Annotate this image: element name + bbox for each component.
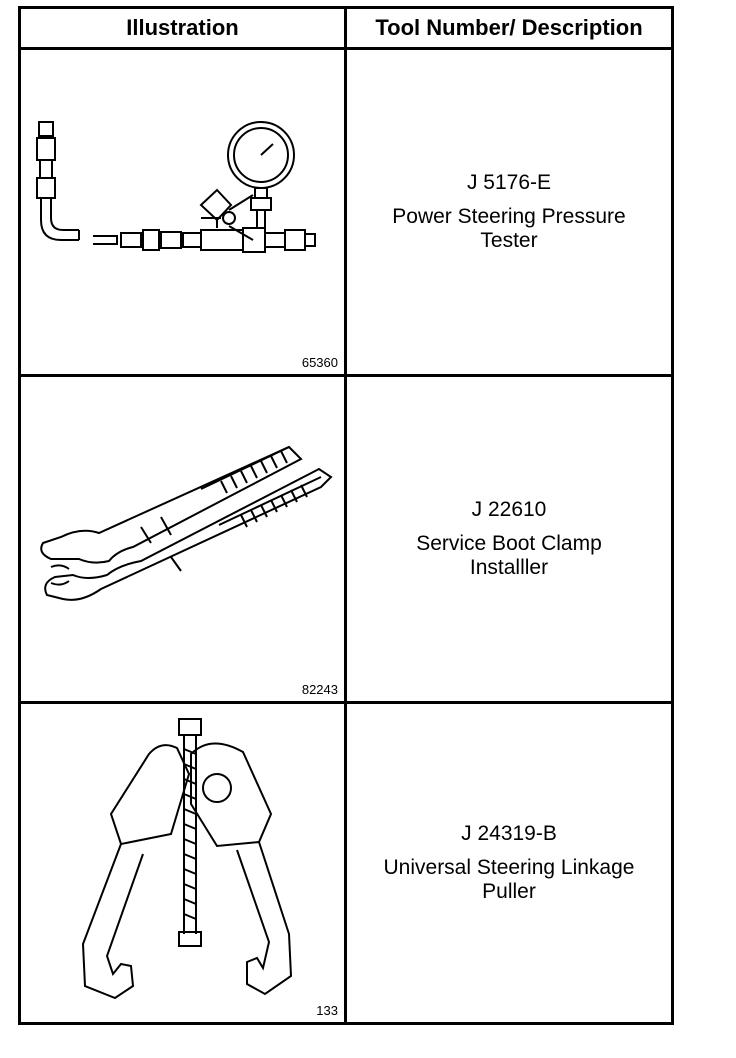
tool-description-line-1: Service Boot Clamp bbox=[416, 532, 602, 555]
header-illustration: Illustration bbox=[126, 15, 239, 40]
clamp-installer-pliers-icon bbox=[40, 445, 333, 601]
tool-description-line-1: Power Steering Pressure bbox=[392, 205, 626, 228]
linkage-puller-icon bbox=[81, 718, 293, 1000]
tool-description-line-2: Installler bbox=[469, 556, 549, 579]
row-1-description: J 5176-E Power Steering Pressure Tester bbox=[347, 50, 671, 374]
figure-number: 82243 bbox=[301, 682, 338, 697]
row-divider-1 bbox=[21, 374, 671, 377]
pressure-tester-icon bbox=[36, 121, 316, 253]
tool-number: J 22610 bbox=[471, 498, 547, 521]
row-divider-2 bbox=[21, 701, 671, 704]
row-1-illustration: 65360 bbox=[21, 50, 344, 374]
row-2-illustration: 82243 bbox=[21, 377, 344, 701]
header-tool-description: Tool Number/ Description bbox=[375, 15, 643, 40]
row-3-illustration: 133 bbox=[21, 704, 344, 1022]
figure-number: 133 bbox=[316, 1003, 338, 1018]
column-divider bbox=[344, 9, 347, 1022]
row-2-description: J 22610 Service Boot Clamp Installler bbox=[347, 377, 671, 701]
tool-description-line-2: Tester bbox=[480, 229, 538, 252]
header-divider bbox=[21, 47, 671, 50]
tool-number: J 24319-B bbox=[461, 822, 557, 845]
tool-description-line-2: Puller bbox=[482, 880, 536, 903]
row-3-description: J 24319-B Universal Steering Linkage Pul… bbox=[347, 704, 671, 1022]
figure-number: 65360 bbox=[301, 355, 338, 370]
tool-number: J 5176-E bbox=[466, 171, 552, 194]
tool-table: Illustration Tool Number/ Description bbox=[18, 6, 674, 1025]
tool-description-line-1: Universal Steering Linkage bbox=[383, 856, 635, 879]
